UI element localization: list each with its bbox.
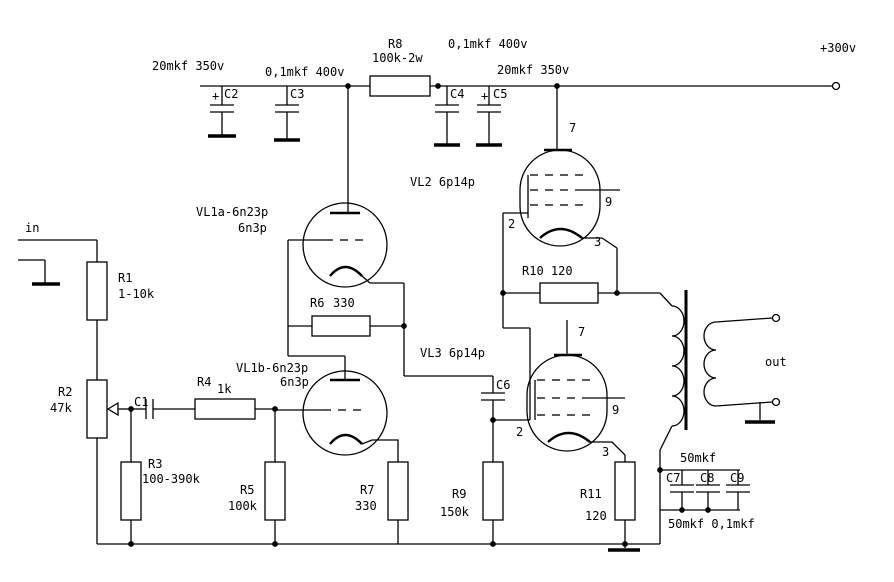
c2-spec: 20mkf 350v [152,59,224,73]
vl3-pin3: 3 [602,445,609,459]
output-transformer [659,290,781,544]
r7-value: 330 [355,499,377,513]
r5-name: R5 [240,483,254,497]
r11-resistor [614,461,636,521]
c9-name: C9 [730,471,744,485]
r1-name: R1 [118,271,132,285]
r9-name: R9 [452,487,466,501]
r2-potentiometer [86,379,108,439]
c1-name: C1 [134,395,148,409]
vl1b-tube [275,370,399,462]
vl3-pin9: 9 [612,403,619,417]
r2-value: 47k [50,401,72,415]
c4-spec: 0,1mkf 400v [448,37,527,51]
c1-capacitor [131,399,195,419]
c4-name: C4 [450,87,464,101]
c5-name: C5 [493,87,507,101]
r10-label: R10 120 [522,264,573,278]
vl2-pin7: 7 [569,121,576,135]
c3-spec: 0,1mkf 400v [265,65,344,79]
r10-resistor [539,282,599,304]
r7-name: R7 [360,483,374,497]
c2-name: C2 [224,87,238,101]
vl1b-label-2: 6n3p [280,375,309,389]
c5-plus: + [481,89,488,103]
r4-resistor [194,398,256,420]
c6-name: C6 [496,378,510,392]
c5-spec: 20mkf 350v [497,63,569,77]
r3-name: R3 [148,457,162,471]
vl1b-label-1: VL1b-6n23p [236,361,308,375]
r4-name: R4 [197,375,211,389]
vl2-pin9: 9 [605,195,612,209]
r1-value: 1-10k [118,287,155,301]
c5-capacitor [476,86,502,147]
vl2-label: VL2 6p14p [410,175,475,189]
vl3-pin2: 2 [516,425,523,439]
vl1a-label-1: VL1a-6n23p [196,205,268,219]
r8-resistor [369,75,431,97]
vl2-pin2: 2 [508,217,515,231]
vl3-pin7: 7 [578,325,585,339]
c3-capacitor [274,86,300,142]
r11-value: 120 [585,509,607,523]
r8-value: 100k-2w [372,51,423,65]
r7-resistor [387,461,409,521]
r6-value: 330 [333,296,355,310]
c7-name: C7 [666,471,680,485]
r8-name: R8 [388,37,402,51]
r4-value: 1k [217,382,232,396]
output-label: out [765,355,787,369]
r5-value: 100k [228,499,258,513]
c8-name: C8 [700,471,714,485]
vl1a-tube [288,86,388,288]
r6-resistor [311,315,371,337]
c789-spec-bottom: 50mkf 0,1mkf [668,517,755,531]
c789-spec-top: 50mkf [680,451,716,465]
input-label: in [25,221,39,235]
c7-c8-c9-capacitors [657,467,750,513]
r9-resistor [482,461,504,521]
vl2-pin3: 3 [594,235,601,249]
vl3-label: VL3 6p14p [420,346,485,360]
r2-name: R2 [58,385,72,399]
vl3-tube [526,328,626,456]
r5-resistor [264,461,286,521]
v300-label: +300v [820,41,856,55]
c4-capacitor [434,86,460,147]
r9-value: 150k [440,505,470,519]
r3-value: 100-390k [142,472,201,486]
r1-resistor [86,261,108,321]
r6-name: R6 [310,296,324,310]
vl1a-label-2: 6n3p [238,221,267,235]
c6-capacitor [481,392,505,420]
r3-resistor [120,461,142,521]
c2-capacitor [208,86,236,138]
c2-plus: + [212,89,219,103]
r11-name: R11 [580,487,602,501]
c3-name: C3 [290,87,304,101]
vl2-tube [503,86,620,249]
